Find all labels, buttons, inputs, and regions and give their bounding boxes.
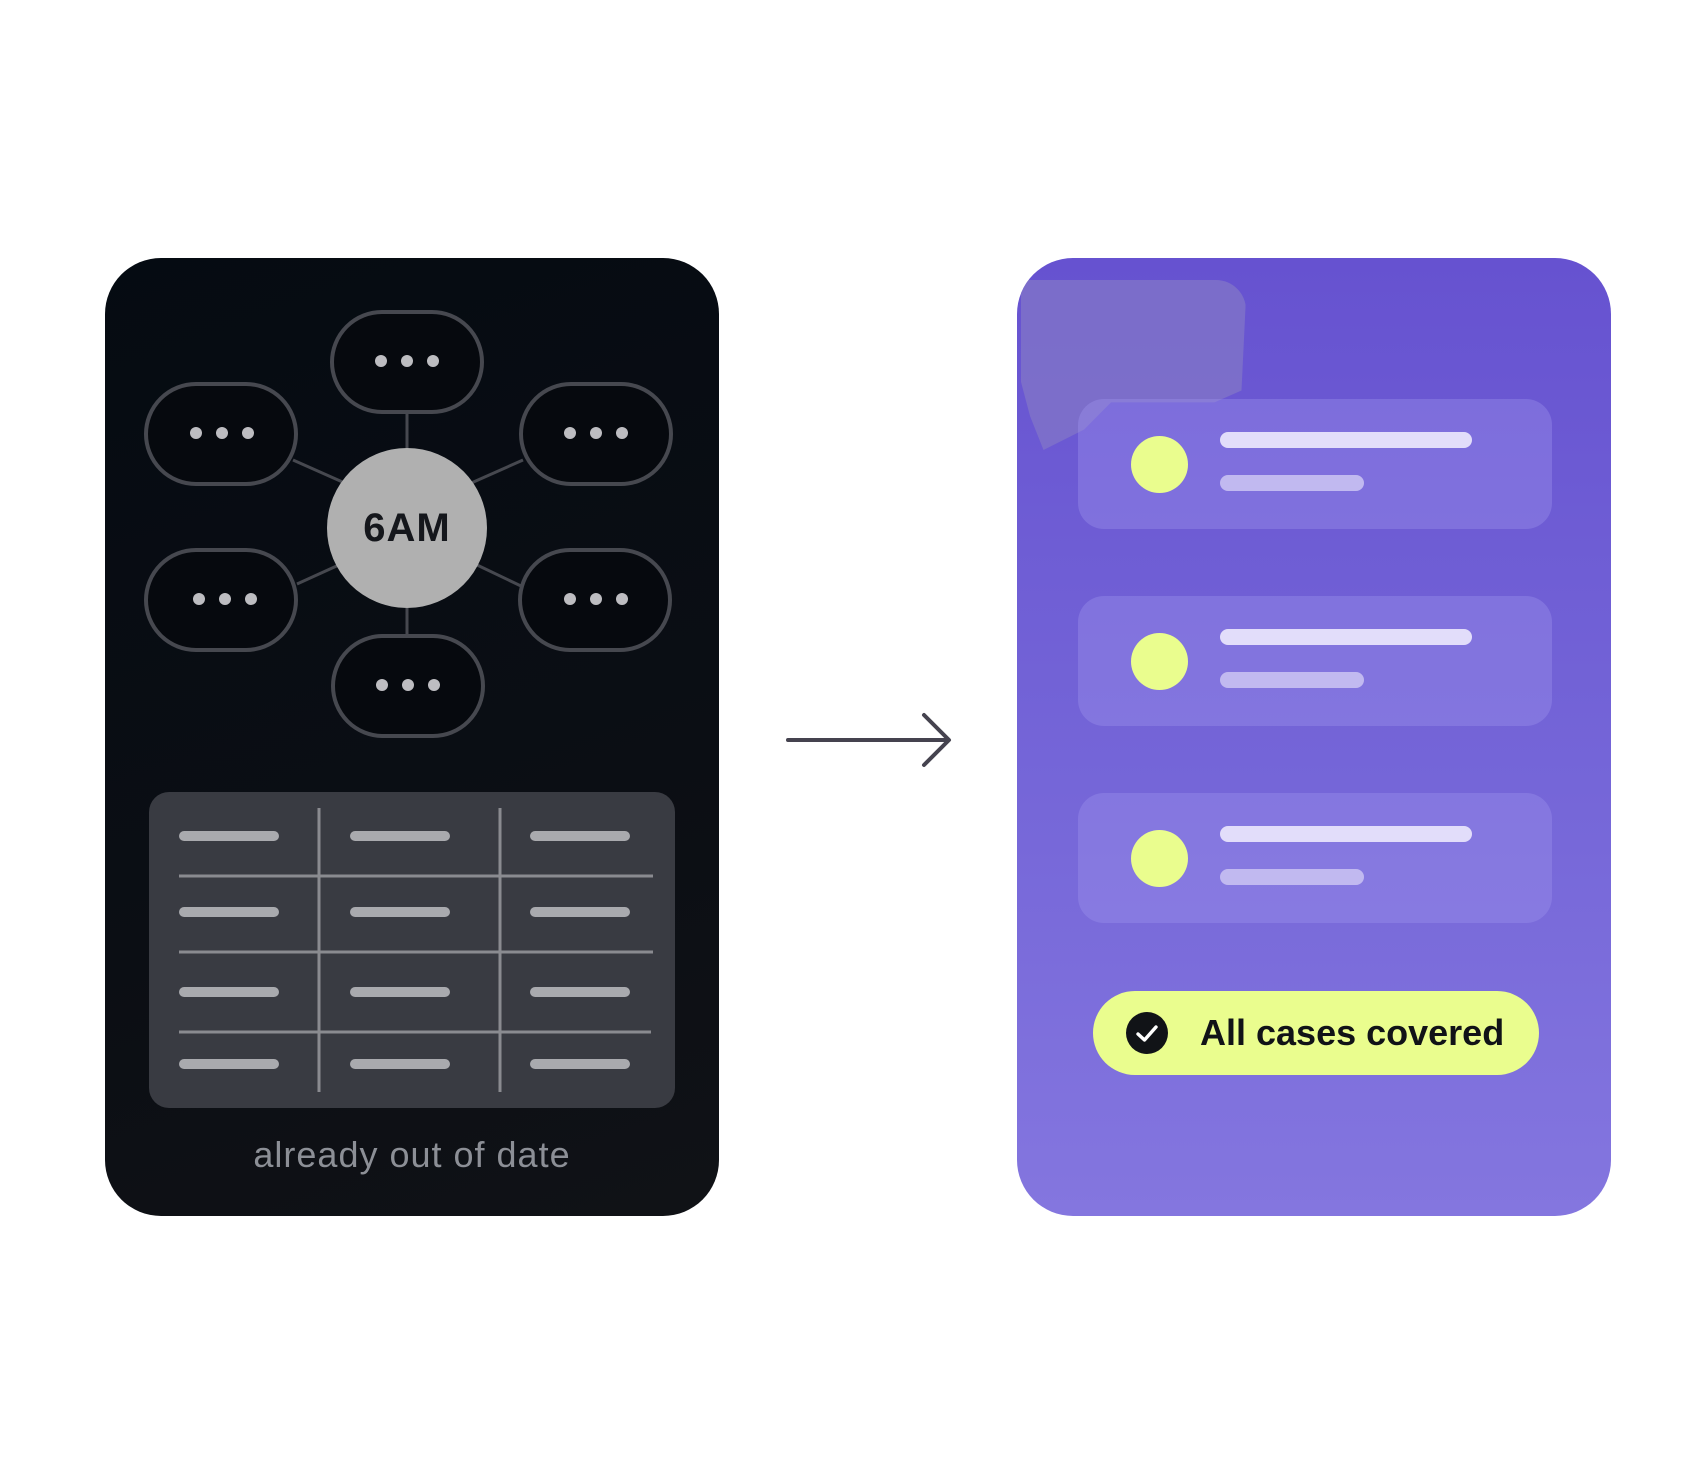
case-title-placeholder [1220,826,1472,842]
case-status-dot [1131,830,1188,887]
case-title-placeholder [1220,432,1472,448]
mindmap-diagram [144,310,673,738]
table-grid [179,808,653,1092]
hub-time-label: 6AM [363,505,451,550]
arrow-right-icon [786,713,951,767]
schedule-table [149,792,675,1108]
connector-bottom-left [296,562,342,586]
case-item [1078,399,1552,529]
case-subtitle-placeholder [1220,475,1364,491]
table-gridlines [179,808,653,1092]
case-item [1078,793,1552,923]
covered-cases-card: All cases covered [1017,258,1611,1216]
connector-bottom-right [474,562,522,588]
case-subtitle-placeholder [1220,672,1364,688]
case-subtitle-placeholder [1220,869,1364,885]
mindmap-connectors [292,412,524,636]
case-status-dot [1131,436,1188,493]
case-status-dot [1131,633,1188,690]
case-title-placeholder [1220,629,1472,645]
connector-top-left [292,458,348,486]
connector-top-right [468,458,524,486]
case-item [1078,596,1552,726]
outdated-schedule-card: 6AM [105,258,719,1216]
table-cell-placeholders [179,831,630,1069]
all-cases-covered-badge: All cases covered [1093,991,1539,1075]
hub-circle [327,448,487,608]
card-caption: already out of date [253,1134,571,1175]
node-ellipsis-dots [190,355,628,691]
status-label: All cases covered [1200,1012,1505,1053]
check-circle-icon [1126,1012,1168,1054]
